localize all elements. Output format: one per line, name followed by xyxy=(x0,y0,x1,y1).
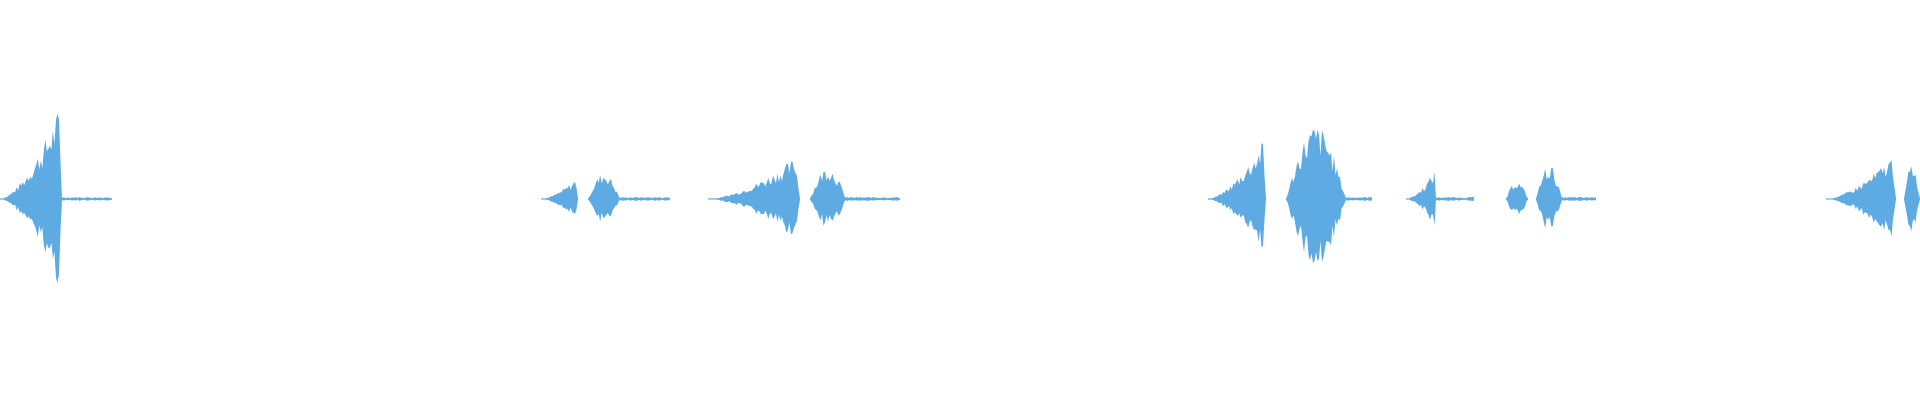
waveform-segment-8 xyxy=(1208,143,1266,248)
waveform-segment-11 xyxy=(1406,171,1436,226)
waveform-segments xyxy=(0,113,1920,283)
waveform-segment-1 xyxy=(62,197,112,201)
waveform-segment-2 xyxy=(541,181,578,214)
waveform-segment-10 xyxy=(1346,197,1372,201)
waveform-segment-4 xyxy=(620,197,670,201)
waveform-segment-3 xyxy=(588,175,620,222)
waveform-segment-7 xyxy=(846,196,900,201)
waveform-segment-12 xyxy=(1436,196,1474,201)
waveform-segment-6 xyxy=(810,171,846,226)
waveform-segment-13 xyxy=(1506,183,1528,215)
waveform-segment-15 xyxy=(1562,196,1596,201)
waveform-segment-5 xyxy=(708,161,800,235)
waveform-segment-14 xyxy=(1536,167,1562,229)
waveform-segment-9 xyxy=(1286,129,1346,263)
waveform-segment-16 xyxy=(1826,159,1896,237)
waveform-segment-17 xyxy=(1904,166,1920,232)
waveform-segment-0 xyxy=(0,113,62,283)
